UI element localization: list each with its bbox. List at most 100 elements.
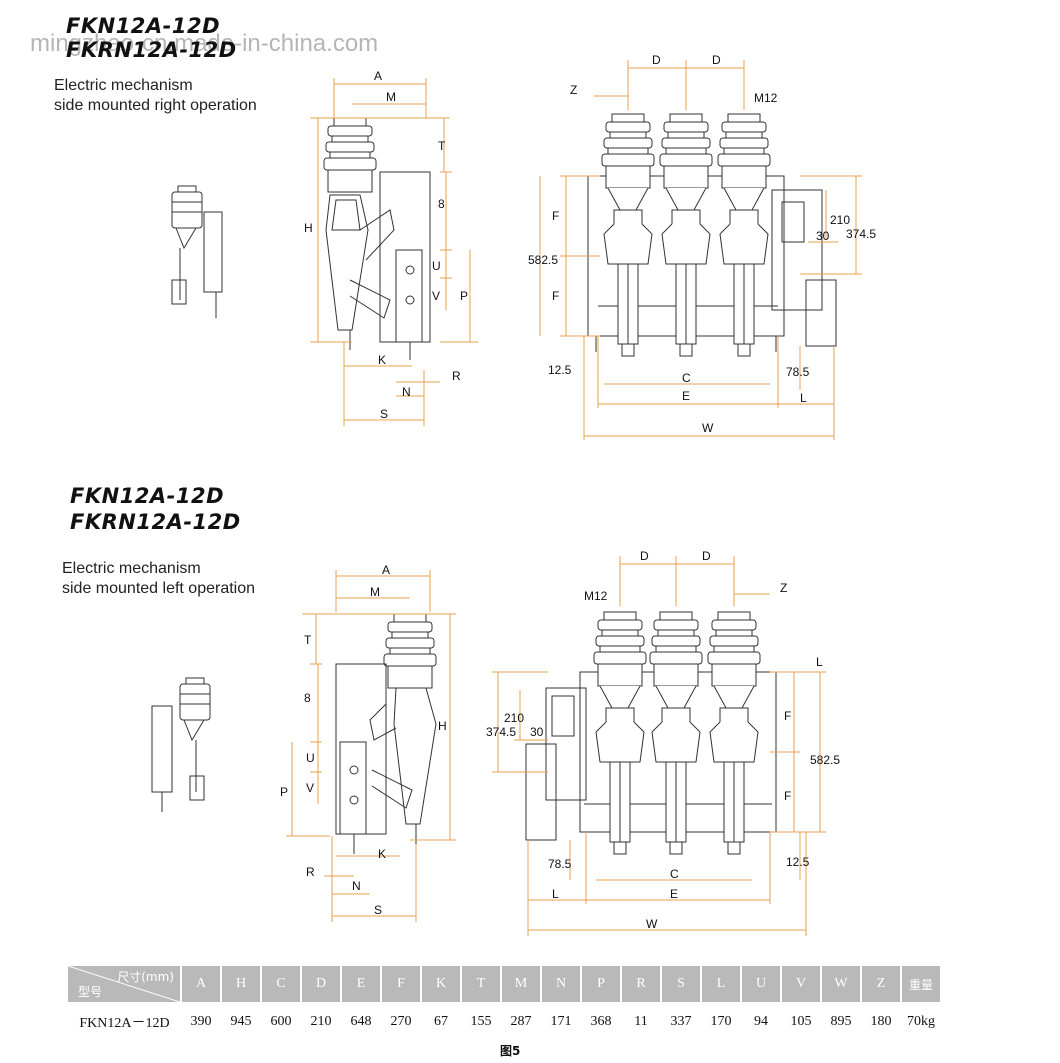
- bottom-front-label-582: 582.5: [810, 753, 840, 767]
- col-header: V: [781, 966, 822, 1002]
- bottom-front-label-374: 374.5: [486, 725, 516, 739]
- top-side-label-k: K: [378, 353, 386, 367]
- col-header: N: [541, 966, 582, 1002]
- table-cell: 170: [710, 1014, 732, 1029]
- top-front-label-m12: M12: [754, 91, 778, 105]
- table-row: FKN12A－12D 390 945 600 210 648 270 67 15…: [68, 1002, 941, 1042]
- col-header: S: [661, 966, 702, 1002]
- bottom-subtitle-line2: side mounted left operation: [62, 580, 256, 597]
- col-header: D: [301, 966, 342, 1002]
- top-front-label-z: Z: [570, 83, 577, 97]
- bottom-front-label-l-top: L: [816, 655, 823, 669]
- col-header: M: [501, 966, 542, 1002]
- col-header: F: [381, 966, 422, 1002]
- top-side-label-8: 8: [438, 197, 445, 211]
- top-subtitle-line2: side mounted right operation: [54, 97, 257, 114]
- col-header: P: [581, 966, 622, 1002]
- table-cell: 210: [310, 1014, 332, 1029]
- top-front-label-d1: D: [652, 53, 661, 67]
- top-front-label-374: 374.5: [846, 227, 876, 241]
- col-header: 重量: [901, 966, 942, 1002]
- table-cell: 648: [350, 1014, 372, 1029]
- bottom-front-label-210: 210: [504, 711, 524, 725]
- bottom-side-label-h: H: [438, 719, 447, 733]
- col-header: H: [221, 966, 262, 1002]
- bottom-front-label-12: 12.5: [786, 855, 810, 869]
- bottom-side-label-m: M: [370, 585, 380, 599]
- top-front-label-f1: F: [552, 209, 559, 223]
- bottom-front-label-m12: M12: [584, 589, 608, 603]
- table-cell: 337: [670, 1014, 692, 1029]
- top-subtitle-line1: Electric mechanism: [54, 77, 193, 94]
- figure-caption: 图5: [500, 1044, 521, 1058]
- top-front-label-210: 210: [830, 213, 850, 227]
- top-front-label-582: 582.5: [528, 253, 558, 267]
- top-front-view: D D Z M12 F F 582.5 210 30 374.5 12.5 78…: [528, 53, 876, 440]
- table-cell: 390: [190, 1014, 212, 1029]
- bottom-front-label-c: C: [670, 867, 679, 881]
- top-side-label-p: P: [460, 289, 468, 303]
- top-side-label-u: U: [432, 259, 441, 273]
- bottom-side-label-a: A: [382, 563, 390, 577]
- top-side-label-a: A: [374, 69, 382, 83]
- top-title-line1: FKN12A-12D: [66, 14, 221, 38]
- bottom-title-line1: FKN12A-12D: [70, 484, 225, 508]
- bottom-side-label-k: K: [378, 847, 386, 861]
- model-cell: FKN12A－12D: [79, 1016, 170, 1031]
- top-front-label-d2: D: [712, 53, 721, 67]
- table-cell: 895: [830, 1014, 852, 1029]
- corner-header-top: 尺寸(mm): [117, 970, 174, 984]
- bottom-side-label-t: T: [304, 633, 312, 647]
- top-front-label-12: 12.5: [548, 363, 572, 377]
- table-cell: 11: [634, 1014, 648, 1029]
- bottom-thumbnail-drawing: [151, 677, 211, 812]
- col-header: R: [621, 966, 662, 1002]
- table-cell: 270: [390, 1014, 412, 1029]
- col-header: A: [181, 966, 222, 1002]
- table-cell: 155: [470, 1014, 492, 1029]
- watermark-text: mingzhao-cn.made-in-china.com: [30, 30, 379, 57]
- table-cell: 67: [434, 1014, 448, 1029]
- table-cell: 180: [870, 1014, 892, 1029]
- corner-diagonal: [68, 966, 180, 1002]
- spec-table-corner-header: 尺寸(mm) 型号: [68, 966, 182, 1002]
- bottom-front-label-d1: D: [640, 549, 649, 563]
- bottom-side-label-p: P: [280, 785, 288, 799]
- top-side-label-v: V: [432, 289, 440, 303]
- bottom-side-label-u: U: [306, 751, 315, 765]
- col-header: E: [341, 966, 382, 1002]
- bottom-front-label-f2: F: [784, 789, 791, 803]
- bottom-front-view: D D Z M12 L F F 582.5 374.5 210 30 78.5 …: [486, 549, 840, 936]
- bottom-front-label-l: L: [552, 887, 559, 901]
- table-cell: 94: [754, 1014, 768, 1029]
- table-cell: 600: [270, 1014, 292, 1029]
- table-cell: 105: [790, 1014, 812, 1029]
- bottom-side-label-8: 8: [304, 691, 311, 705]
- bottom-front-label-z: Z: [780, 581, 787, 595]
- top-front-label-f2: F: [552, 289, 559, 303]
- bottom-side-label-s: S: [374, 903, 382, 917]
- top-side-view: A M T 8 H U V P K R N S: [304, 69, 478, 426]
- top-front-label-78: 78.5: [786, 365, 810, 379]
- bottom-front-label-f1: F: [784, 709, 791, 723]
- bottom-side-label-v: V: [306, 781, 314, 795]
- bottom-front-label-e: E: [670, 887, 678, 901]
- drawings-canvas: A M T 8 H U V P K R N S: [151, 53, 876, 936]
- spec-table: 尺寸(mm) 型号 A H C D E F K T M N P R S L U …: [68, 966, 942, 1042]
- top-front-label-l: L: [800, 391, 807, 405]
- top-side-label-s: S: [380, 407, 388, 421]
- table-cell: 945: [230, 1014, 252, 1029]
- bottom-subtitle-line1: Electric mechanism: [62, 560, 201, 577]
- table-cell: 171: [550, 1014, 572, 1029]
- top-front-label-w: W: [702, 421, 714, 435]
- col-header: U: [741, 966, 782, 1002]
- top-title-line2: FKRN12A-12D: [66, 38, 237, 62]
- col-header: K: [421, 966, 462, 1002]
- top-side-label-n: N: [402, 385, 411, 399]
- top-front-label-30: 30: [816, 229, 830, 243]
- bottom-side-label-r: R: [306, 865, 315, 879]
- bottom-side-view: A M T 8 H U V P K R N S: [280, 563, 456, 922]
- bottom-side-label-n: N: [352, 879, 361, 893]
- corner-header-bottom: 型号: [78, 985, 103, 999]
- top-front-label-c: C: [682, 371, 691, 385]
